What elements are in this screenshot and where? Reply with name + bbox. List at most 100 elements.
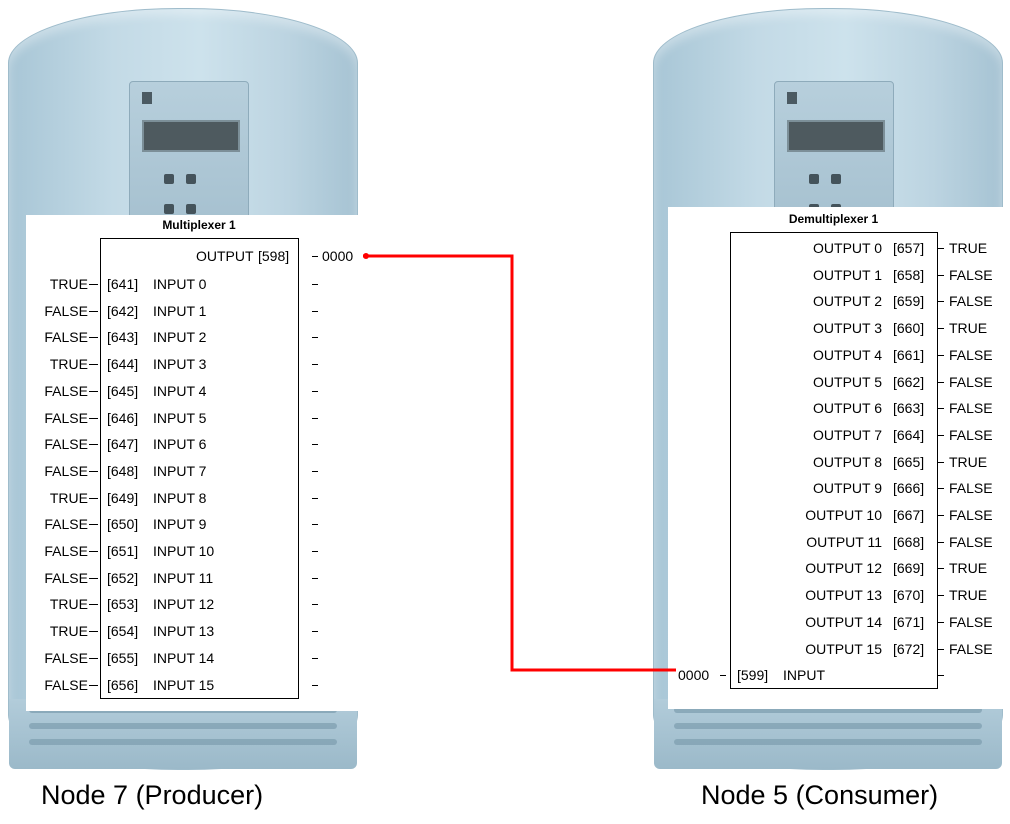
- vent-slot: [29, 739, 337, 745]
- demux-output-param: [658]: [893, 266, 925, 283]
- demux-output-connector: [937, 434, 944, 436]
- mux-input-param: [656]: [107, 676, 139, 693]
- demux-output-connector: [937, 515, 944, 516]
- mux-input-label: INPUT 14: [153, 649, 215, 666]
- input-connector: [720, 675, 726, 676]
- mux-input-connector: [89, 470, 98, 472]
- mux-input-connector: [89, 417, 98, 419]
- mux-unused-connector: [312, 284, 318, 285]
- demux-output-value: TRUE: [949, 240, 988, 256]
- mux-input-value: FALSE: [44, 382, 88, 399]
- mux-input-connector: [89, 604, 98, 606]
- vent-slot: [674, 707, 982, 713]
- consumer-caption: Node 5 (Consumer): [701, 780, 939, 810]
- demux-output-connector: [937, 274, 944, 276]
- demux-output-param: [670]: [893, 587, 925, 604]
- mux-input-label: INPUT 9: [153, 516, 207, 533]
- demux-output-label: OUTPUT 3: [813, 320, 882, 337]
- mux-input-param: [642]: [107, 302, 139, 319]
- demux-output-connector: [937, 648, 944, 650]
- demultiplexer-input-label: INPUT: [783, 667, 825, 683]
- demultiplexer-block: [730, 232, 938, 689]
- mux-input-label: INPUT 4: [153, 382, 207, 399]
- demux-output-param: [668]: [893, 533, 925, 550]
- demux-output-param: [667]: [893, 507, 925, 523]
- mux-unused-connector: [312, 631, 318, 633]
- demux-output-value: FALSE: [949, 400, 993, 417]
- mux-input-label: INPUT 6: [153, 436, 207, 453]
- mux-input-value: TRUE: [49, 276, 88, 292]
- demultiplexer-title: Demultiplexer 1: [788, 212, 879, 226]
- keypad-key-icon: [186, 204, 196, 214]
- demux-output-value: TRUE: [949, 560, 988, 577]
- demux-output-label: OUTPUT 8: [813, 453, 882, 470]
- mux-input-param: [645]: [107, 382, 139, 399]
- demux-output-connector: [937, 461, 944, 463]
- mux-input-label: INPUT 7: [153, 462, 207, 479]
- demux-output-label: OUTPUT 4: [813, 346, 882, 363]
- mux-input-value: FALSE: [44, 569, 88, 586]
- demux-output-param: [665]: [893, 453, 925, 470]
- demux-output-value: TRUE: [949, 587, 988, 604]
- mux-input-connector: [89, 524, 98, 526]
- demux-output-value: FALSE: [949, 346, 993, 363]
- keypad-key-icon: [164, 204, 174, 214]
- demux-output-label: OUTPUT 6: [813, 400, 882, 417]
- demux-output-param: [660]: [893, 320, 925, 337]
- mux-input-value: TRUE: [49, 489, 88, 506]
- mux-input-param: [652]: [107, 569, 139, 586]
- mux-input-param: [641]: [107, 276, 139, 292]
- mux-input-param: [643]: [107, 329, 139, 346]
- multiplexer-title: Multiplexer 1: [162, 218, 236, 232]
- demux-output-label: OUTPUT 1: [813, 266, 882, 283]
- demux-output-label: OUTPUT 9: [813, 480, 882, 497]
- keypad-key-icon: [186, 174, 196, 184]
- mux-input-value: FALSE: [44, 302, 88, 319]
- demux-output-param: [663]: [893, 400, 925, 417]
- demux-output-label: OUTPUT 5: [813, 373, 882, 390]
- demux-output-label: OUTPUT 11: [806, 533, 882, 550]
- mux-unused-connector: [312, 497, 318, 499]
- mux-unused-connector: [312, 604, 318, 606]
- demultiplexer-input-param: [599]: [737, 667, 769, 683]
- mux-input-label: INPUT 13: [153, 623, 215, 640]
- mux-input-label: INPUT 11: [153, 569, 214, 586]
- mux-input-connector: [89, 551, 98, 552]
- mux-input-param: [654]: [107, 623, 139, 640]
- mux-input-value: FALSE: [44, 329, 88, 346]
- mux-input-value: FALSE: [44, 436, 88, 453]
- mux-input-connector: [89, 657, 98, 659]
- mux-input-value: TRUE: [49, 596, 88, 613]
- mux-unused-connector: [312, 657, 318, 659]
- mux-unused-connector: [312, 524, 318, 526]
- demux-output-param: [666]: [893, 480, 925, 497]
- mux-input-param: [648]: [107, 462, 139, 479]
- demux-output-value: FALSE: [949, 613, 993, 630]
- demux-output-connector: [937, 488, 944, 490]
- vent-slot: [29, 723, 337, 729]
- mux-input-label: INPUT 0: [153, 276, 207, 292]
- mux-input-connector: [89, 577, 98, 579]
- mux-input-param: [650]: [107, 516, 139, 533]
- demux-output-param: [664]: [893, 426, 925, 443]
- unused-connector: [938, 675, 944, 676]
- demux-output-value: FALSE: [949, 533, 993, 550]
- demux-output-param: [669]: [893, 560, 925, 577]
- multiplexer-block: [100, 238, 299, 699]
- demux-output-value: FALSE: [949, 426, 993, 443]
- vent-slot: [674, 739, 982, 745]
- mux-input-value: FALSE: [44, 543, 88, 559]
- demux-output-value: FALSE: [949, 640, 993, 657]
- demux-output-connector: [937, 354, 944, 356]
- demux-output-param: [657]: [893, 240, 925, 256]
- mux-input-label: INPUT 15: [153, 676, 215, 693]
- demux-output-connector: [937, 408, 944, 410]
- mux-input-label: INPUT 1: [153, 302, 207, 319]
- demux-output-value: FALSE: [949, 507, 993, 523]
- demux-output-param: [672]: [893, 640, 925, 657]
- mux-input-connector: [89, 284, 98, 285]
- mux-unused-connector: [312, 337, 318, 339]
- mux-unused-connector: [312, 470, 318, 472]
- mux-input-param: [644]: [107, 356, 139, 373]
- mux-input-label: INPUT 8: [153, 489, 207, 506]
